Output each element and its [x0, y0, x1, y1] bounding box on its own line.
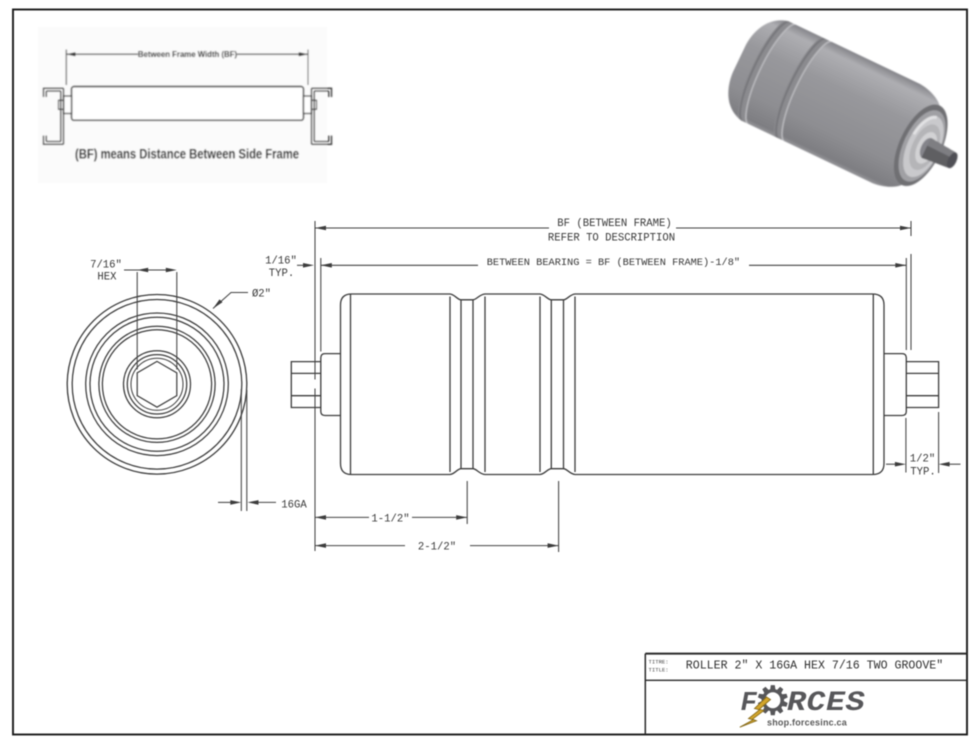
- svg-text:7/16": 7/16": [90, 260, 122, 272]
- svg-text:Ø2": Ø2": [252, 289, 271, 301]
- svg-text:TITRE:: TITRE:: [649, 659, 669, 666]
- svg-text:1/2": 1/2": [910, 454, 935, 466]
- svg-text:TYP.: TYP.: [910, 467, 935, 479]
- svg-text:Between Frame Width (BF): Between Frame Width (BF): [138, 50, 238, 59]
- svg-text:TITLE:: TITLE:: [649, 667, 669, 674]
- svg-text:BF (BETWEEN FRAME): BF (BETWEEN FRAME): [557, 218, 671, 230]
- svg-text:RCES: RCES: [787, 687, 865, 719]
- svg-text:F: F: [741, 689, 758, 719]
- svg-text:(BF) means Distance Between Si: (BF) means Distance Between Side Frame: [75, 147, 299, 162]
- svg-text:16GA: 16GA: [281, 500, 307, 512]
- svg-text:ROLLER 2" X 16GA HEX 7/16 TWO: ROLLER 2" X 16GA HEX 7/16 TWO GROOVE": [686, 660, 943, 673]
- svg-text:REFER TO DESCRIPTION: REFER TO DESCRIPTION: [548, 233, 675, 245]
- svg-text:1/16": 1/16": [265, 256, 297, 268]
- svg-text:TYP.: TYP.: [269, 268, 294, 280]
- svg-text:2-1/2": 2-1/2": [418, 542, 456, 554]
- svg-text:shop.forcesinc.ca: shop.forcesinc.ca: [767, 718, 848, 728]
- svg-text:HEX: HEX: [97, 272, 117, 284]
- svg-text:1-1/2": 1-1/2": [371, 513, 409, 525]
- svg-text:BETWEEN BEARING = BF (BETWEEN: BETWEEN BEARING = BF (BETWEEN FRAME)-1/8…: [487, 257, 740, 269]
